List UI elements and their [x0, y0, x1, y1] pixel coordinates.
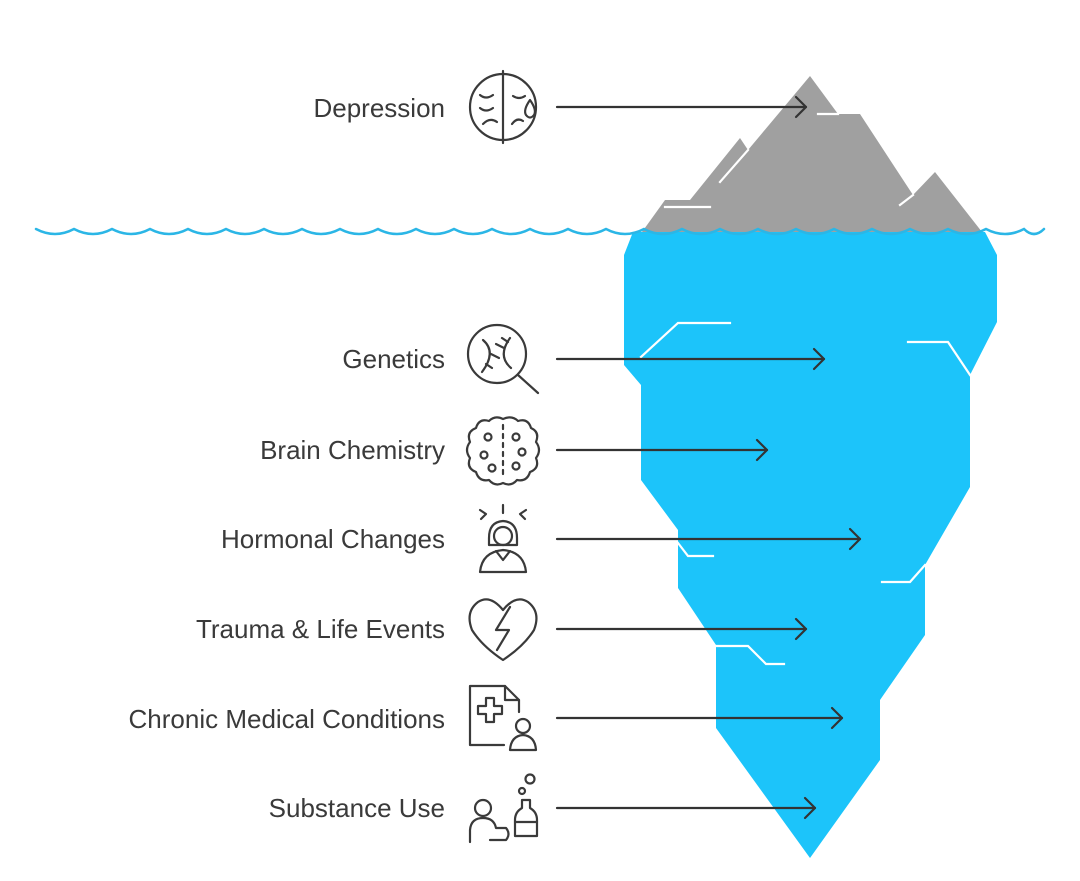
depression-label: Depression — [313, 93, 445, 123]
hormonal-changes-label: Hormonal Changes — [221, 524, 445, 554]
iceberg-tip — [642, 76, 982, 232]
broken-heart-icon — [468, 598, 538, 662]
person-bottle-icon — [468, 773, 539, 844]
trauma-label: Trauma & Life Events — [196, 614, 445, 644]
ice-crack — [718, 148, 750, 184]
water-line — [34, 227, 1046, 236]
brain-chemistry-row: Brain Chemistry — [260, 416, 769, 486]
substance-use-label: Substance Use — [269, 793, 445, 823]
ice-crack — [714, 644, 786, 666]
ice-crack — [639, 321, 732, 359]
trauma-row: Trauma & Life Events — [196, 598, 808, 662]
ice-crack — [906, 340, 972, 377]
hormonal-changes-row: Hormonal Changes — [221, 503, 862, 574]
brain-chemistry-arrow — [555, 438, 769, 462]
dna-magnifier-icon — [466, 323, 540, 395]
substance-use-row: Substance Use — [269, 773, 817, 844]
iceberg-submerged — [624, 232, 997, 858]
hormonal-changes-arrow — [555, 527, 862, 551]
ice-crack — [880, 563, 927, 584]
brain-icon — [465, 416, 541, 486]
ice-crack — [676, 541, 715, 558]
sad-face-icon — [468, 69, 538, 145]
stressed-person-icon — [478, 503, 528, 574]
genetics-arrow — [555, 347, 826, 371]
depression-arrow — [555, 95, 808, 119]
ice-crack — [898, 193, 915, 207]
depression-row: Depression — [313, 69, 808, 145]
genetics-row: Genetics — [342, 323, 826, 395]
chronic-conditions-row: Chronic Medical Conditions — [129, 684, 844, 752]
substance-use-arrow — [555, 796, 817, 820]
trauma-arrow — [555, 617, 808, 641]
chronic-conditions-label: Chronic Medical Conditions — [129, 704, 445, 734]
genetics-label: Genetics — [342, 344, 445, 374]
brain-chemistry-label: Brain Chemistry — [260, 435, 445, 465]
chronic-conditions-arrow — [555, 706, 844, 730]
medical-record-person-icon — [468, 684, 538, 752]
